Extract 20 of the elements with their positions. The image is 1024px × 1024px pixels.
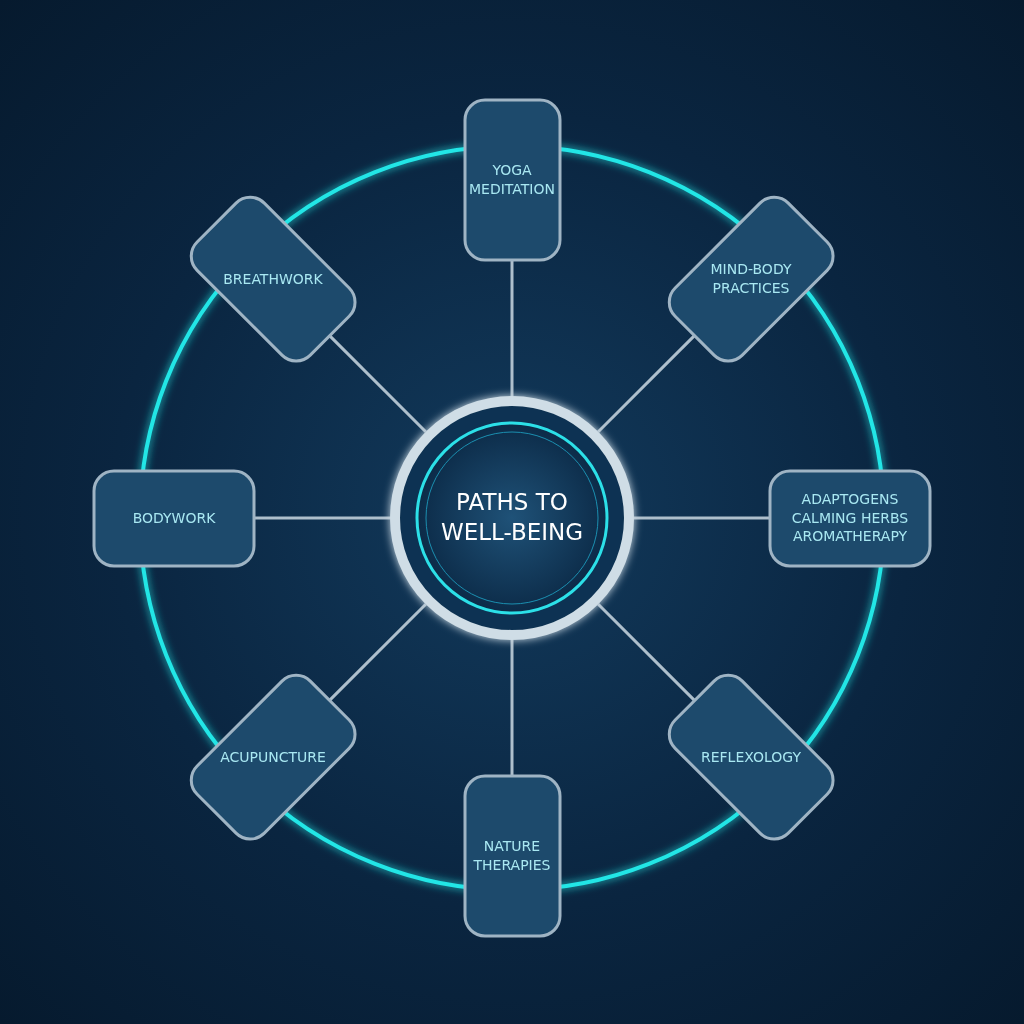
node-label: REFLEXOLOGY — [699, 747, 802, 767]
connector-line — [510, 640, 514, 776]
hub-circle — [387, 393, 637, 643]
node-label: BREATHWORK — [222, 269, 324, 289]
node-label: MIND-BODY PRACTICES — [709, 260, 793, 298]
node-label: ADAPTOGENS — [800, 489, 900, 509]
connector-line — [328, 334, 427, 433]
connector-line — [328, 603, 427, 702]
node-label: NATURE THERAPIES — [472, 837, 552, 875]
node-label: ACUPUNCTURE — [219, 747, 327, 767]
node-label: YOGA MEDITATION — [468, 161, 556, 199]
connector-line — [597, 603, 696, 702]
connector-line — [634, 516, 770, 520]
node-label: CALMING HERBS — [790, 508, 910, 528]
connector-line — [597, 334, 696, 433]
connector-line — [510, 260, 514, 396]
hub-title: PATHS TO WELL-BEING — [439, 488, 585, 547]
node-label: BODYWORK — [131, 508, 217, 528]
connector-line — [254, 516, 390, 520]
node-label: AROMATHERAPY — [791, 527, 909, 547]
